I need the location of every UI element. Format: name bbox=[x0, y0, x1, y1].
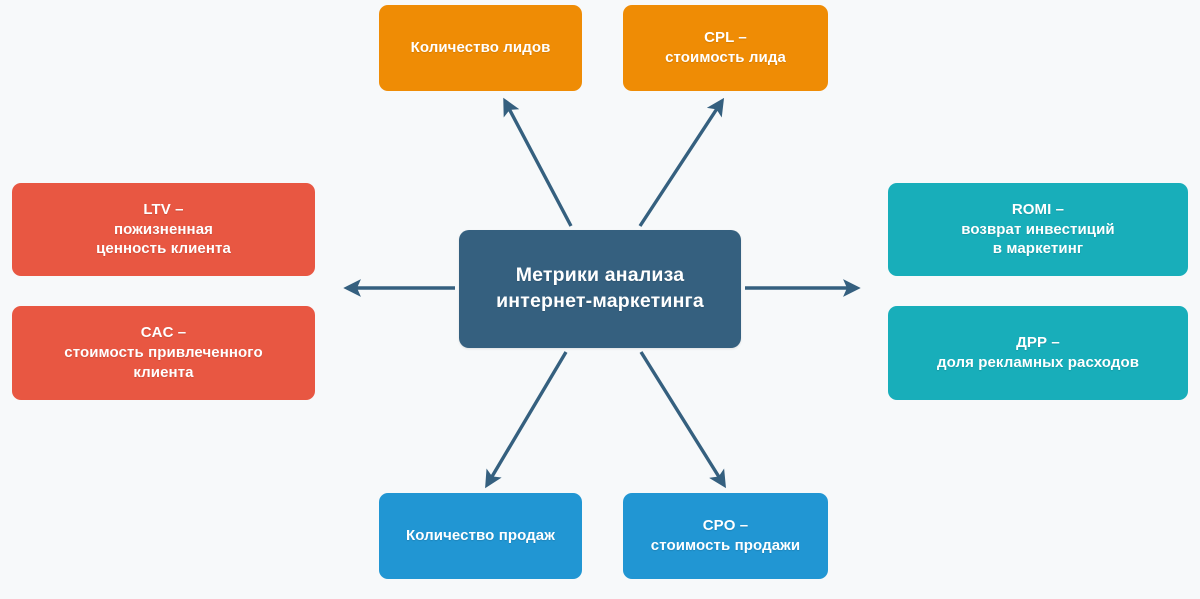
node-romi-label: ROMI – возврат инвестиций в маркетинг bbox=[961, 200, 1115, 258]
node-cac[interactable]: CAC – стоимость привлеченного клиента bbox=[12, 306, 315, 400]
node-ltv[interactable]: LTV – пожизненная ценность клиента bbox=[12, 183, 315, 276]
node-cac-label: CAC – стоимость привлеченного клиента bbox=[64, 324, 263, 381]
node-romi[interactable]: ROMI – возврат инвестиций в маркетинг bbox=[888, 183, 1188, 276]
node-sales-count[interactable]: Количество продаж bbox=[379, 493, 582, 579]
center-node-label: Метрики анализа интернет-маркетинга bbox=[496, 264, 704, 312]
node-lead-count-label: Количество лидов bbox=[410, 39, 551, 57]
node-drr-label: ДРР – доля рекламных расходов bbox=[936, 334, 1140, 371]
node-lead-count[interactable]: Количество лидов bbox=[379, 5, 582, 91]
arrow-up-left bbox=[503, 97, 573, 227]
arrow-up-right bbox=[638, 97, 725, 227]
center-node-metrics[interactable]: Метрики анализа интернет-маркетинга bbox=[459, 230, 741, 348]
node-cpo-label: CPO – стоимость продажи bbox=[650, 517, 801, 554]
node-cpl-label: CPL – стоимость лида bbox=[665, 29, 786, 66]
node-ltv-label: LTV – пожизненная ценность клиента bbox=[96, 200, 231, 258]
node-cpo[interactable]: CPO – стоимость продажи bbox=[623, 493, 828, 579]
node-sales-count-label: Количество продаж bbox=[406, 527, 555, 545]
node-drr[interactable]: ДРР – доля рекламных расходов bbox=[888, 306, 1188, 400]
node-cpl[interactable]: CPL – стоимость лида bbox=[623, 5, 828, 91]
arrow-down-left bbox=[485, 351, 568, 489]
arrow-down-right bbox=[639, 351, 726, 489]
